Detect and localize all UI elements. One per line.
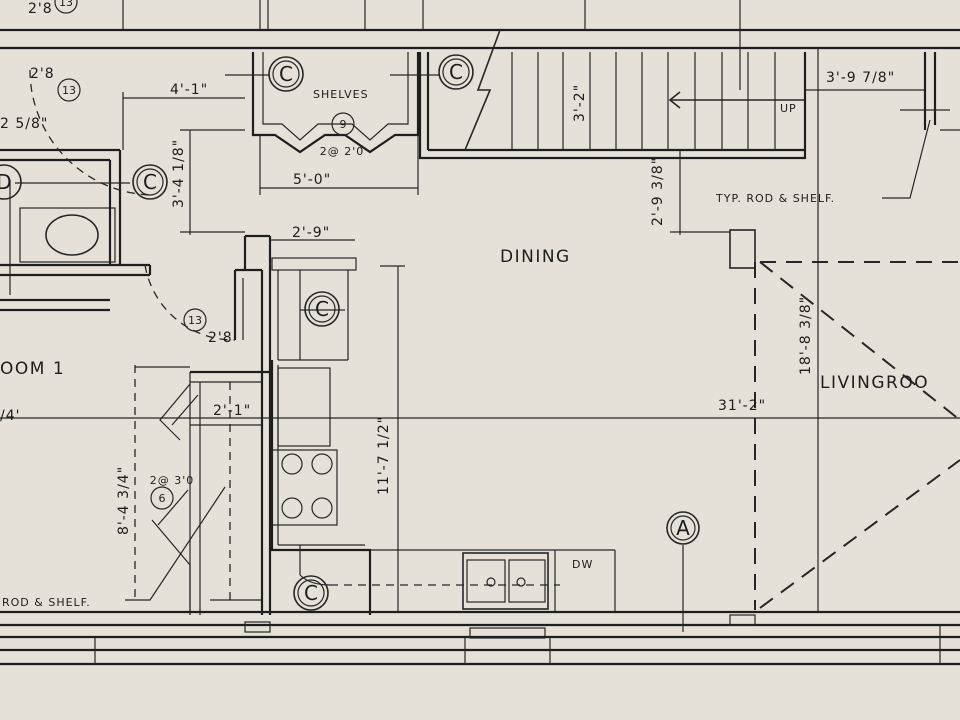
closet-tag-label: C [304, 581, 318, 605]
door-tag-6: 6 2@ 3'0 [150, 474, 195, 510]
dim-11-7-12: 11'-7 1/2" [376, 416, 392, 495]
svg-text:A: A [676, 516, 690, 540]
svg-text:13: 13 [188, 314, 202, 327]
dim-2-8-b: 2'8 [208, 330, 233, 346]
svg-text:2@ 3'0: 2@ 3'0 [150, 474, 195, 487]
svg-text:13: 13 [62, 84, 76, 97]
label-typ-rod-shelf: TYP. ROD & SHELF. [715, 192, 835, 205]
closet-tag-label-d: D [0, 170, 12, 194]
label-shelves: SHELVES [313, 88, 369, 101]
label-up: UP [780, 102, 797, 115]
closet-tag-label: C [315, 297, 329, 321]
wall-lines [0, 0, 960, 666]
dim-31-2: 31'-2" [718, 398, 766, 414]
door-tag-13-a: 13 [57, 78, 81, 102]
dim-4-partial: /4' [0, 408, 20, 424]
closet-tag-3: C [132, 164, 168, 200]
svg-text:9: 9 [340, 118, 347, 131]
door-tag-13-b: 13 [183, 308, 207, 332]
dim-2-1: 2'-1" [213, 403, 251, 419]
dim-4-1: 4'-1" [170, 82, 208, 98]
door-swings [29, 69, 236, 600]
door-tag-13-c: 13 [54, 0, 78, 14]
closet-tag-d: D [0, 164, 22, 200]
dimension-labels: 4'-1" 5'-0" 2'-9" 2'-1" 31'-2" 3'-9 7/8"… [0, 1, 895, 535]
label-dw: DW [572, 558, 593, 571]
dim-3-2: 3'-2" [572, 84, 588, 122]
dim-2-5-8: 2 5/8" [0, 116, 48, 132]
label-rod-shelf: ROD & SHELF. [2, 596, 91, 609]
dim-2-8-a: 2'8 [30, 66, 55, 82]
room-label-living: LIVINGROO [820, 373, 929, 393]
closet-tag-4: C [304, 291, 340, 327]
svg-text:13: 13 [59, 0, 73, 9]
dim-3-9-78: 3'-9 7/8" [826, 70, 895, 86]
stair-treads [464, 29, 805, 151]
closet-tag-5: C [293, 575, 329, 611]
svg-text:6: 6 [159, 492, 166, 505]
dim-2-9: 2'-9" [292, 225, 330, 241]
svg-text:2@ 2'0: 2@ 2'0 [320, 145, 365, 158]
dim-8-4-34: 8'-4 3/4" [116, 466, 132, 535]
closet-tag-label: C [279, 62, 293, 86]
section-marker-a: A [666, 511, 700, 545]
dim-18-8-38: 18'-8 3/8" [798, 296, 814, 375]
closet-tag-1: C [268, 56, 304, 92]
room-label-dining: DINING [500, 247, 571, 267]
closet-tag-2: C [438, 54, 474, 90]
door-tag-9: 9 2@ 2'0 [320, 112, 365, 158]
dim-3-4-18: 3'-4 1/8" [171, 139, 187, 208]
closet-tag-label: C [449, 60, 463, 84]
dimension-lines [0, 48, 960, 632]
toilet-fixture [45, 214, 99, 256]
closet-tag-label: C [143, 170, 157, 194]
dim-5-0: 5'-0" [293, 172, 331, 188]
room-label-room1: OOM 1 [0, 359, 65, 379]
dim-2-8-c: 2'8 [28, 1, 53, 17]
dim-2-9-38: 2'-9 3/8" [650, 157, 666, 226]
